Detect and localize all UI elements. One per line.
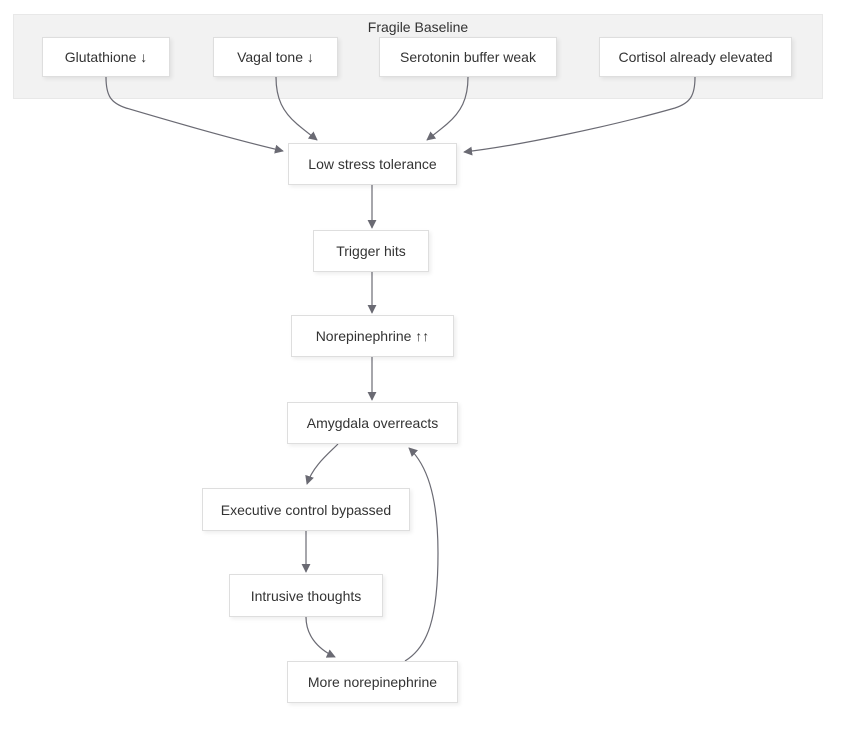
edge-intrusive-more_norepi [305,616,336,658]
node-label-glutathione: Glutathione ↓ [64,49,148,65]
node-glutathione: Glutathione ↓ [42,37,170,77]
edge-more_norepi-amygdala [404,447,439,662]
node-more_norepi: More norepinephrine [287,661,458,703]
node-label-vagal: Vagal tone ↓ [237,49,314,65]
node-label-intrusive: Intrusive thoughts [250,587,362,604]
edge-cortisol-lst [463,76,696,156]
edge-vagal-lst [275,76,318,141]
node-label-norepi: Norepinephrine ↑↑ [315,328,430,344]
node-serotonin: Serotonin buffer weak [379,37,557,77]
node-amygdala: Amygdala overreacts [287,402,458,444]
node-label-serotonin: Serotonin buffer weak [400,49,536,65]
edge-serotonin-lst [426,76,469,141]
node-label-lst: Low stress tolerance [308,156,437,172]
node-label-exec: Executive control bypassed [220,501,392,518]
edge-amygdala-exec [305,443,339,485]
subgraph-title-label: Fragile Baseline [367,19,469,35]
node-trigger: Trigger hits [313,230,429,272]
node-label-trigger: Trigger hits [336,243,406,259]
edge-glutathione-lst [105,76,284,154]
node-cortisol: Cortisol already elevated [599,37,792,77]
node-exec: Executive control bypassed [202,488,410,531]
node-label-more_norepi: More norepinephrine [307,674,438,690]
node-lst: Low stress tolerance [288,143,457,185]
node-label-amygdala: Amygdala overreacts [306,415,439,431]
node-label-cortisol: Cortisol already elevated [618,49,773,65]
node-intrusive: Intrusive thoughts [229,574,383,617]
node-vagal: Vagal tone ↓ [213,37,338,77]
node-norepi: Norepinephrine ↑↑ [291,315,454,357]
